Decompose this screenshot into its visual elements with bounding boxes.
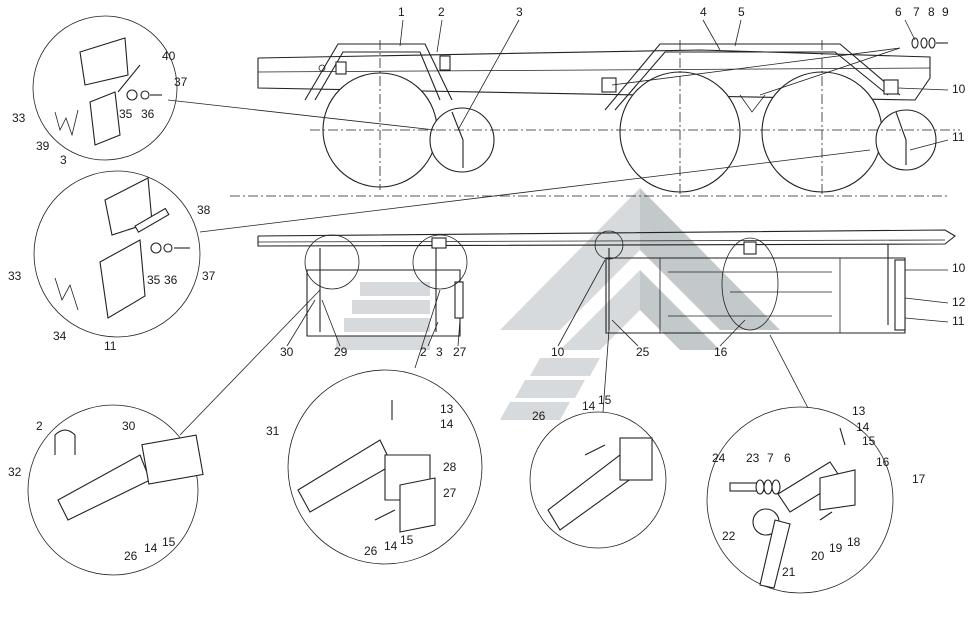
callout-2b: 2 — [420, 345, 427, 359]
callout-39: 39 — [36, 139, 50, 153]
callout-33b: 33 — [8, 269, 22, 283]
callout-9: 9 — [942, 5, 949, 19]
callout-15c: 15 — [598, 393, 612, 407]
callout-8: 8 — [928, 5, 935, 19]
callout-30b: 30 — [122, 419, 136, 433]
callout-10c: 10 — [551, 345, 565, 359]
callout-34: 34 — [53, 329, 67, 343]
callout-17: 17 — [912, 472, 926, 486]
callout-31: 31 — [266, 424, 280, 438]
callout-11c: 11 — [952, 314, 965, 328]
callout-11b: 11 — [104, 339, 117, 353]
callout-16: 16 — [714, 345, 728, 359]
callout-15b: 15 — [400, 533, 414, 547]
callout-26: 26 — [124, 549, 138, 563]
callout-12: 12 — [952, 295, 966, 309]
callout-27b: 27 — [443, 486, 457, 500]
callout-25: 25 — [636, 345, 650, 359]
callout-27: 27 — [453, 345, 467, 359]
callout-29: 29 — [334, 345, 348, 359]
callout-10b: 10 — [952, 261, 966, 275]
callout-37b: 37 — [202, 269, 216, 283]
callout-2: 2 — [438, 5, 445, 19]
callout-23: 23 — [746, 451, 760, 465]
detail-flap-39 — [32, 15, 436, 161]
callout-5: 5 — [738, 5, 745, 19]
callout-32: 32 — [8, 465, 22, 479]
watermark-logo — [336, 188, 780, 420]
callout-4: 4 — [700, 5, 707, 19]
callout-3c: 3 — [436, 345, 443, 359]
callout-35b: 35 — [147, 273, 161, 287]
callout-26b: 26 — [364, 544, 378, 558]
callout-15: 15 — [162, 535, 176, 549]
callout-11: 11 — [952, 130, 965, 144]
callout-40: 40 — [162, 49, 176, 63]
callout-2c: 2 — [36, 419, 43, 433]
callout-28: 28 — [443, 460, 457, 474]
callout-14: 14 — [144, 541, 158, 555]
callout-13b: 13 — [852, 404, 866, 418]
callout-36: 36 — [141, 107, 155, 121]
callout-labels: 1 2 3 4 5 6 7 8 9 10 11 40 37 33 35 36 3… — [8, 5, 966, 579]
callout-22: 22 — [722, 529, 736, 543]
callout-10: 10 — [952, 82, 966, 96]
callout-3: 3 — [516, 5, 523, 19]
callout-13: 13 — [440, 402, 454, 416]
callout-3-detail: 3 — [60, 153, 67, 167]
trailer-side-view — [230, 37, 960, 197]
callout-30: 30 — [280, 345, 294, 359]
detail-bracket-31 — [287, 289, 483, 565]
callout-36b: 36 — [164, 273, 178, 287]
callout-21: 21 — [782, 565, 796, 579]
callout-15d: 15 — [862, 434, 876, 448]
callout-16b: 16 — [876, 455, 890, 469]
callout-14b: 14 — [440, 417, 454, 431]
callout-33: 33 — [12, 111, 26, 125]
callout-14c: 14 — [384, 539, 398, 553]
callout-26c: 26 — [532, 409, 546, 423]
detail-bracket-25 — [529, 329, 667, 549]
trailer-bottom-view — [257, 229, 956, 337]
callout-14d: 14 — [582, 399, 596, 413]
detail-flap-34 — [33, 149, 871, 338]
callout-7b: 7 — [767, 451, 774, 465]
callout-35: 35 — [119, 107, 133, 121]
callout-19: 19 — [829, 541, 843, 555]
callout-24: 24 — [712, 451, 726, 465]
detail-step-21 — [706, 334, 894, 594]
callout-14e: 14 — [856, 420, 870, 434]
callout-6b: 6 — [784, 451, 791, 465]
leader-lines — [286, 19, 949, 347]
callout-18: 18 — [847, 535, 861, 549]
callout-1: 1 — [398, 5, 405, 19]
callout-20: 20 — [811, 549, 825, 563]
detail-bracket-30 — [27, 289, 321, 576]
callout-38: 38 — [197, 203, 211, 217]
callout-7: 7 — [913, 5, 920, 19]
callout-37: 37 — [174, 75, 188, 89]
callout-6: 6 — [895, 5, 902, 19]
